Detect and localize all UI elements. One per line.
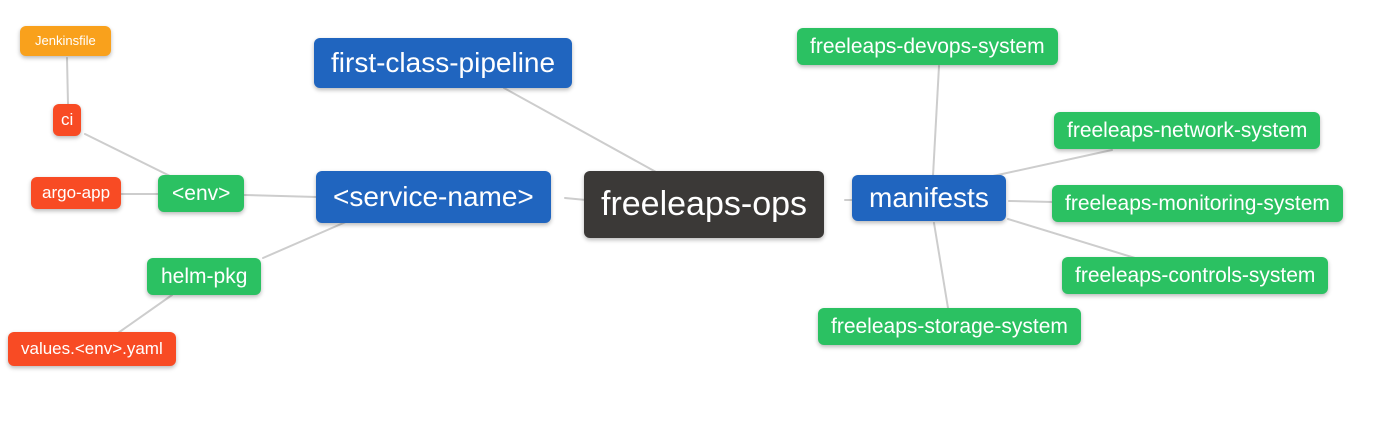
node-freeleaps-devops-system[interactable]: freeleaps-devops-system	[797, 28, 1058, 66]
node-env[interactable]: <env>	[158, 175, 245, 213]
edge-ci-env	[84, 133, 173, 178]
edge-manifests-controls	[1007, 218, 1136, 259]
node-helm-pkg[interactable]: helm-pkg	[147, 258, 262, 296]
node-service-name[interactable]: <service-name>	[316, 171, 551, 223]
edge-manifests-devops	[932, 65, 940, 177]
edge-manifests-network	[992, 149, 1113, 177]
node-root-freeleaps-ops[interactable]: freeleaps-ops	[584, 171, 825, 238]
node-jenkinsfile[interactable]: Jenkinsfile	[20, 26, 111, 56]
node-freeleaps-storage-system[interactable]: freeleaps-storage-system	[818, 308, 1081, 346]
node-freeleaps-controls-system[interactable]: freeleaps-controls-system	[1062, 257, 1329, 295]
node-first-class-pipeline[interactable]: first-class-pipeline	[314, 38, 573, 88]
edge-manifests-monitoring	[1008, 200, 1054, 203]
edge-service-name-helm-pkg	[262, 220, 349, 259]
edge-service-name-root	[564, 197, 587, 201]
node-ci[interactable]: ci	[53, 104, 82, 137]
edge-jenkinsfile-ci	[66, 57, 69, 105]
edge-pipeline-root	[503, 87, 657, 173]
edge-manifests-storage	[933, 222, 949, 309]
node-freeleaps-network-system[interactable]: freeleaps-network-system	[1054, 112, 1321, 150]
node-values-env-yaml[interactable]: values.<env>.yaml	[8, 332, 176, 367]
node-argo-app[interactable]: argo-app	[31, 177, 122, 210]
edge-helm-pkg-values-yaml	[117, 294, 173, 334]
edge-env-service-name	[243, 194, 318, 198]
node-freeleaps-monitoring-system[interactable]: freeleaps-monitoring-system	[1052, 185, 1343, 223]
node-manifests[interactable]: manifests	[852, 175, 1006, 221]
